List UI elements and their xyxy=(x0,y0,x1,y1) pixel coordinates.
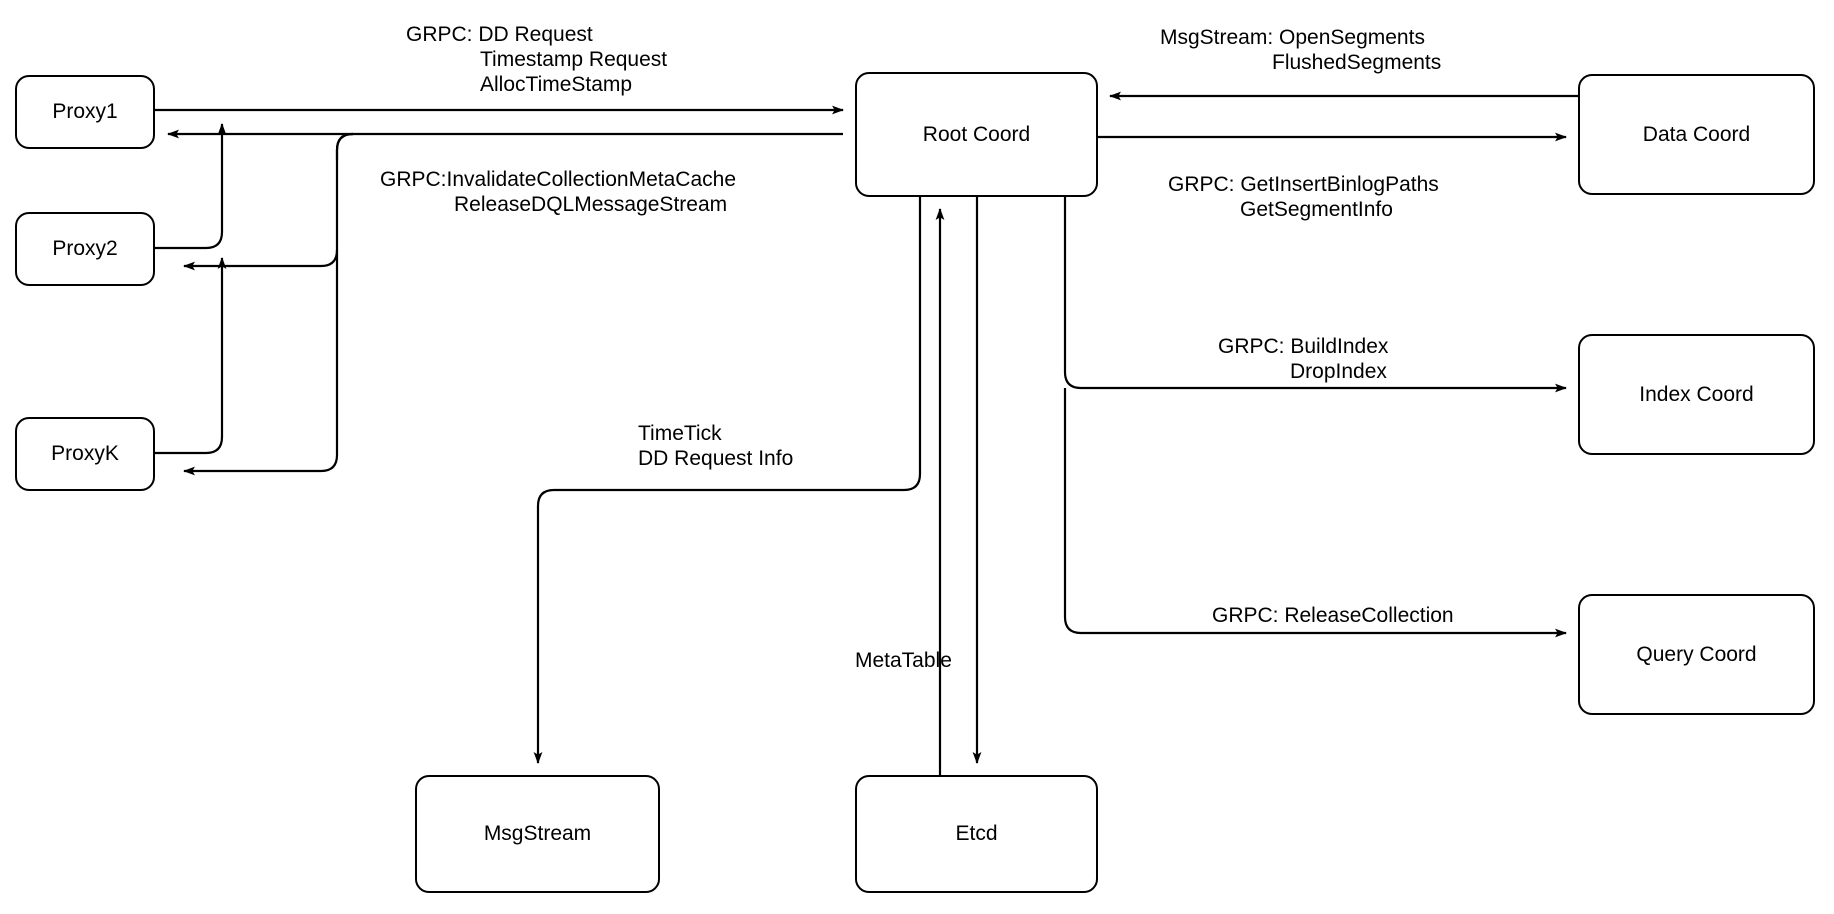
edge-label-proxy-to-rootcoord: GRPC: DD Request Timestamp Request Alloc… xyxy=(406,22,667,97)
node-data-coord[interactable]: Data Coord xyxy=(1578,74,1815,195)
node-query-coord-label: Query Coord xyxy=(1636,642,1757,666)
edge-label-rootcoord-to-querycoord: GRPC: ReleaseCollection xyxy=(1212,603,1454,628)
node-msgstream-label: MsgStream xyxy=(483,822,592,846)
edge-label-rootcoord-to-datacoord: GRPC: GetInsertBinlogPaths GetSegmentInf… xyxy=(1168,172,1439,222)
edge-label-datacoord-to-rootcoord: MsgStream: OpenSegments FlushedSegments xyxy=(1160,25,1441,75)
edge-label-line-3: AllocTimeStamp xyxy=(480,73,633,96)
node-index-coord[interactable]: Index Coord xyxy=(1578,334,1815,455)
node-proxyk-label: ProxyK xyxy=(51,442,119,466)
edge-label-line-1: TimeTick xyxy=(638,422,722,445)
edge-label-line-2: Timestamp Request xyxy=(480,48,668,71)
edge-label-rootcoord-to-indexcoord: GRPC: BuildIndex DropIndex xyxy=(1218,334,1388,384)
edge-return-trunk xyxy=(321,134,337,166)
edge-label-line-1: GRPC: ReleaseCollection xyxy=(1212,604,1454,627)
node-proxy2-label: Proxy2 xyxy=(52,237,118,261)
edge-rootcoord-to-indexcoord xyxy=(1063,197,1567,393)
node-root-coord[interactable]: Root Coord xyxy=(855,72,1098,197)
edge-label-line-2: DD Request Info xyxy=(638,447,794,470)
node-index-coord-label: Index Coord xyxy=(1639,382,1754,406)
node-etcd-label: Etcd xyxy=(955,822,998,846)
edge-label-line-1: GRPC:InvalidateCollectionMetaCache xyxy=(380,168,737,191)
edge-rootcoord-to-msgstream xyxy=(533,197,922,764)
edge-rootcoord-to-querycoord xyxy=(1063,388,1567,638)
node-proxy1[interactable]: Proxy1 xyxy=(15,75,155,149)
node-data-coord-label: Data Coord xyxy=(1642,122,1751,146)
node-root-coord-label: Root Coord xyxy=(922,122,1031,146)
edge-label-line-1: MetaTable xyxy=(855,649,952,672)
edge-label-rootcoord-to-proxy: GRPC:InvalidateCollectionMetaCache Relea… xyxy=(380,167,736,217)
node-proxy1-label: Proxy1 xyxy=(52,100,118,124)
edge-label-line-1: GRPC: DD Request xyxy=(406,23,593,46)
node-proxy2[interactable]: Proxy2 xyxy=(15,212,155,286)
edge-return-trunk-main xyxy=(183,132,354,476)
edge-label-line-2: GetSegmentInfo xyxy=(1240,198,1393,221)
edge-proxyk-riser xyxy=(155,257,227,455)
edge-label-line-1: GRPC: GetInsertBinlogPaths xyxy=(1168,173,1439,196)
node-proxyk[interactable]: ProxyK xyxy=(15,417,155,491)
edge-proxy2-riser xyxy=(155,123,227,250)
edge-label-line-1: GRPC: BuildIndex xyxy=(1218,335,1389,358)
edge-label-line-2: ReleaseDQLMessageStream xyxy=(454,193,728,216)
edge-rootcoord-to-proxy1 xyxy=(335,132,843,160)
edge-rootcoord-to-proxy2 xyxy=(183,249,339,271)
node-query-coord[interactable]: Query Coord xyxy=(1578,594,1815,715)
edge-label-line-1: MsgStream: OpenSegments xyxy=(1160,26,1425,49)
node-msgstream[interactable]: MsgStream xyxy=(415,775,660,893)
edge-label-rootcoord-to-msgstream: TimeTick DD Request Info xyxy=(638,421,793,471)
node-etcd[interactable]: Etcd xyxy=(855,775,1098,893)
edge-label-line-2: FlushedSegments xyxy=(1272,51,1442,74)
edge-label-rootcoord-to-etcd: MetaTable xyxy=(855,648,952,673)
edge-label-line-2: DropIndex xyxy=(1290,360,1387,383)
